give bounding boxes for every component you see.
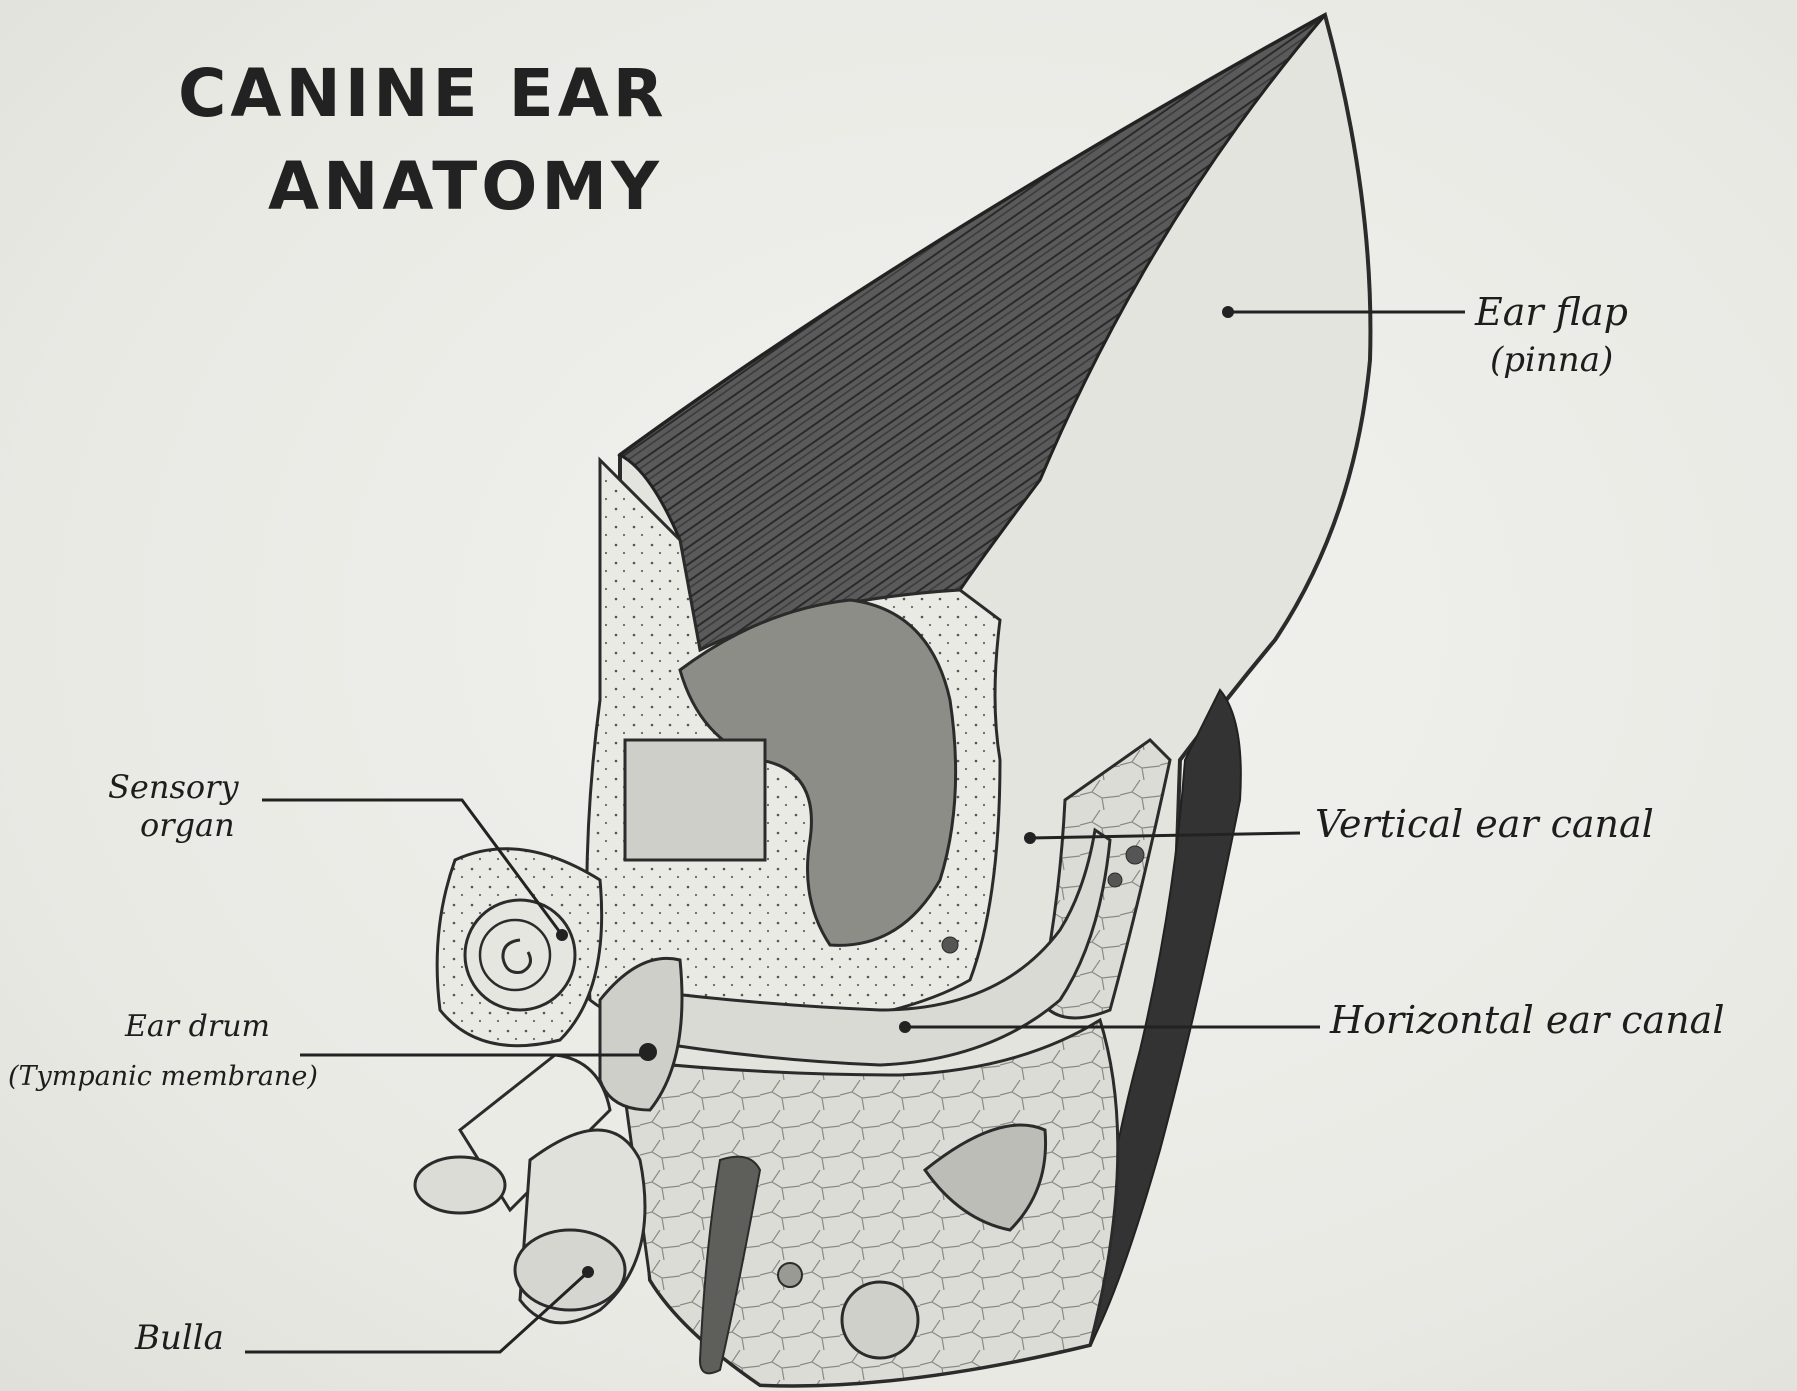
title-line-1: CANINE EAR <box>178 55 668 132</box>
cochlea-outer <box>465 900 575 1010</box>
bulla-lower-end <box>515 1230 625 1310</box>
label-ear-drum: Ear drum <box>125 1010 270 1043</box>
eardrum-dot <box>639 1043 657 1061</box>
leader-horizontal-dot <box>899 1021 911 1033</box>
label-tympanic: (Tympanic membrane) <box>8 1062 318 1092</box>
label-sensory: Sensory <box>108 770 239 805</box>
leader-vertical-dot <box>1024 832 1036 844</box>
label-pinna: (pinna) <box>1490 342 1613 379</box>
canal-dot-1 <box>1126 846 1144 864</box>
inner-window <box>625 740 765 860</box>
leader-ear-flap-dot <box>1222 306 1234 318</box>
label-ear-flap: Ear flap <box>1475 292 1628 334</box>
gland-small <box>778 1263 802 1287</box>
label-vertical-canal: Vertical ear canal <box>1315 804 1654 846</box>
label-organ: organ <box>140 808 235 843</box>
leader-bulla-dot <box>582 1266 594 1278</box>
title-line-2: ANATOMY <box>268 148 663 225</box>
leader-sensory-dot <box>556 929 568 941</box>
label-horizontal-canal: Horizontal ear canal <box>1330 1000 1724 1042</box>
bulla-upper-end <box>415 1157 505 1213</box>
label-bulla: Bulla <box>135 1320 224 1357</box>
canal-dot-2 <box>1108 873 1122 887</box>
canal-dot-3 <box>942 937 958 953</box>
gland-circle <box>842 1282 918 1358</box>
